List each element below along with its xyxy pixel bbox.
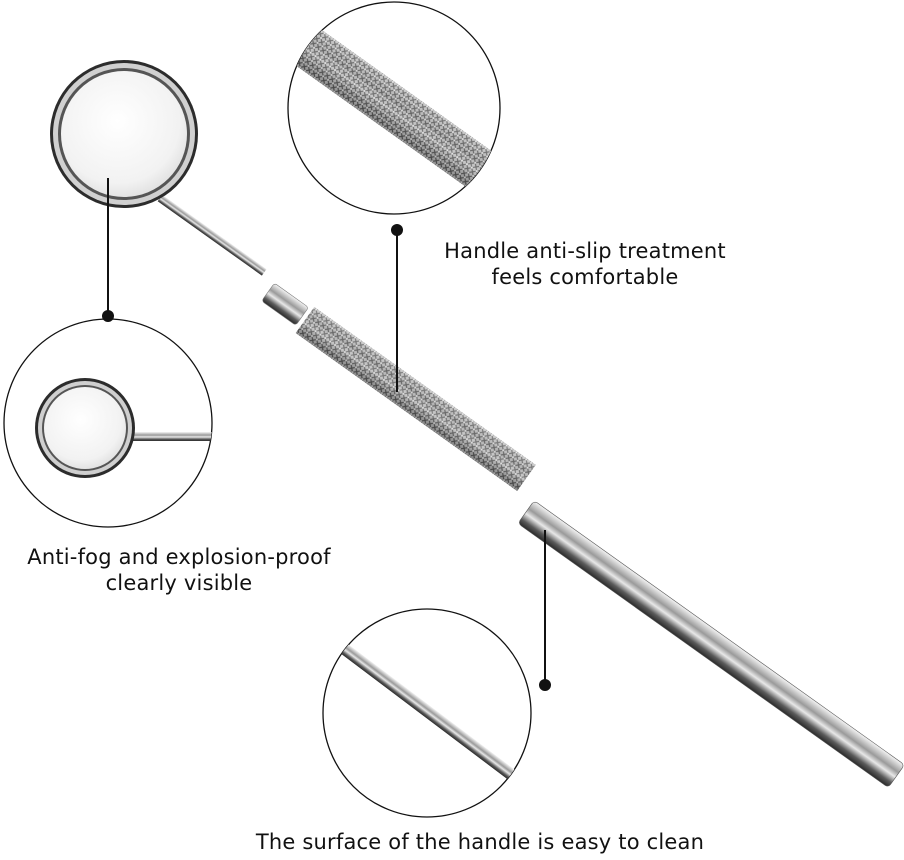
callout-dot: [102, 310, 114, 322]
caption-mirror-anti-fog: Anti-fog and explosion-proof clearly vis…: [0, 544, 358, 596]
caption-line: Handle anti-slip treatment: [444, 239, 726, 263]
caption-line: Anti-fog and explosion-proof: [27, 545, 331, 569]
callout-surface-detail: [322, 530, 551, 818]
mirror-head: [50, 60, 198, 208]
smooth-handle: [519, 501, 904, 787]
callout-mirror-detail: [3, 178, 213, 528]
callout-dot: [539, 679, 551, 691]
callout-knurl-detail: [287, 1, 501, 392]
caption-line: clearly visible: [105, 571, 253, 595]
caption-surface-easy-clean: The surface of the handle is easy to cle…: [255, 830, 705, 854]
knurled-grip: [295, 306, 536, 491]
callout-dot: [391, 224, 403, 236]
caption-handle-anti-slip: Handle anti-slip treatment feels comfort…: [420, 238, 750, 290]
caption-line: feels comfortable: [491, 265, 679, 289]
dental-mirror-instrument: [50, 60, 904, 787]
